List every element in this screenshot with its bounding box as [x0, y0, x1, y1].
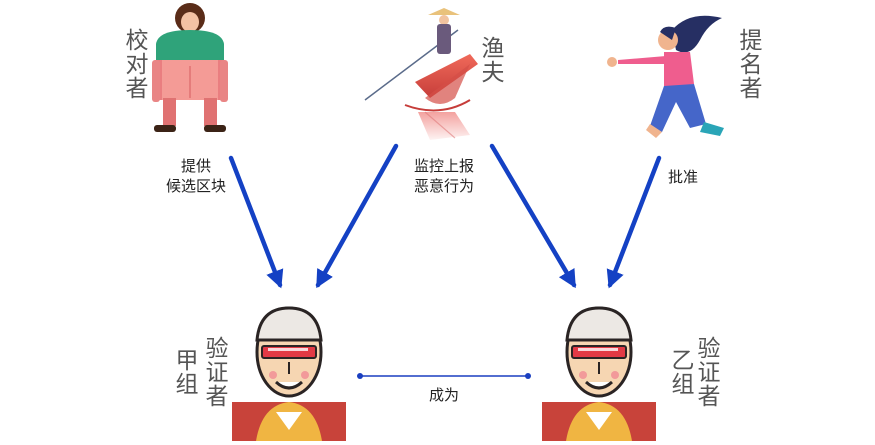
- role-label-nominator: 提名者: [735, 28, 761, 100]
- edge-label-nominator-to-b: 批准: [667, 168, 698, 186]
- bald-man-with-visor-icon: [542, 306, 656, 441]
- arrows: [228, 143, 662, 289]
- arrow-fisherman-to-group-b: [489, 143, 577, 289]
- edge-label-line-1: 监控上报: [413, 157, 474, 175]
- edge-label-proofreader-to-a: 提供 候选区块: [152, 156, 240, 196]
- link-a-to-b: [357, 373, 531, 379]
- role-label-validator-b: 验证者: [693, 336, 719, 408]
- edge-label-a-to-b: 成为: [428, 386, 459, 404]
- role-label-validator-a: 验证者: [201, 336, 227, 408]
- role-label-group-a: 甲组: [171, 348, 197, 396]
- jumping-woman-icon: [607, 15, 724, 138]
- role-label-fisherman: 渔夫: [477, 36, 503, 84]
- edge-label-line-1: 提供: [180, 157, 211, 175]
- edge-label-line-2: 候选区块: [165, 177, 226, 195]
- edge-label-line-2: 恶意行为: [413, 177, 474, 195]
- bald-man-with-visor-icon: [232, 306, 346, 441]
- fisherman-boat-icon: [364, 8, 478, 140]
- edge-label-fisherman-report: 监控上报 恶意行为: [399, 156, 489, 196]
- arrow-nominator-to-group-b: [606, 155, 662, 289]
- standing-person-icon: [152, 3, 228, 132]
- arrow-proofreader-to-group-a: [228, 155, 284, 289]
- role-label-proofreader: 校对者: [121, 28, 147, 100]
- role-label-group-b: 乙组: [667, 348, 693, 396]
- arrow-fisherman-to-group-a: [315, 143, 399, 289]
